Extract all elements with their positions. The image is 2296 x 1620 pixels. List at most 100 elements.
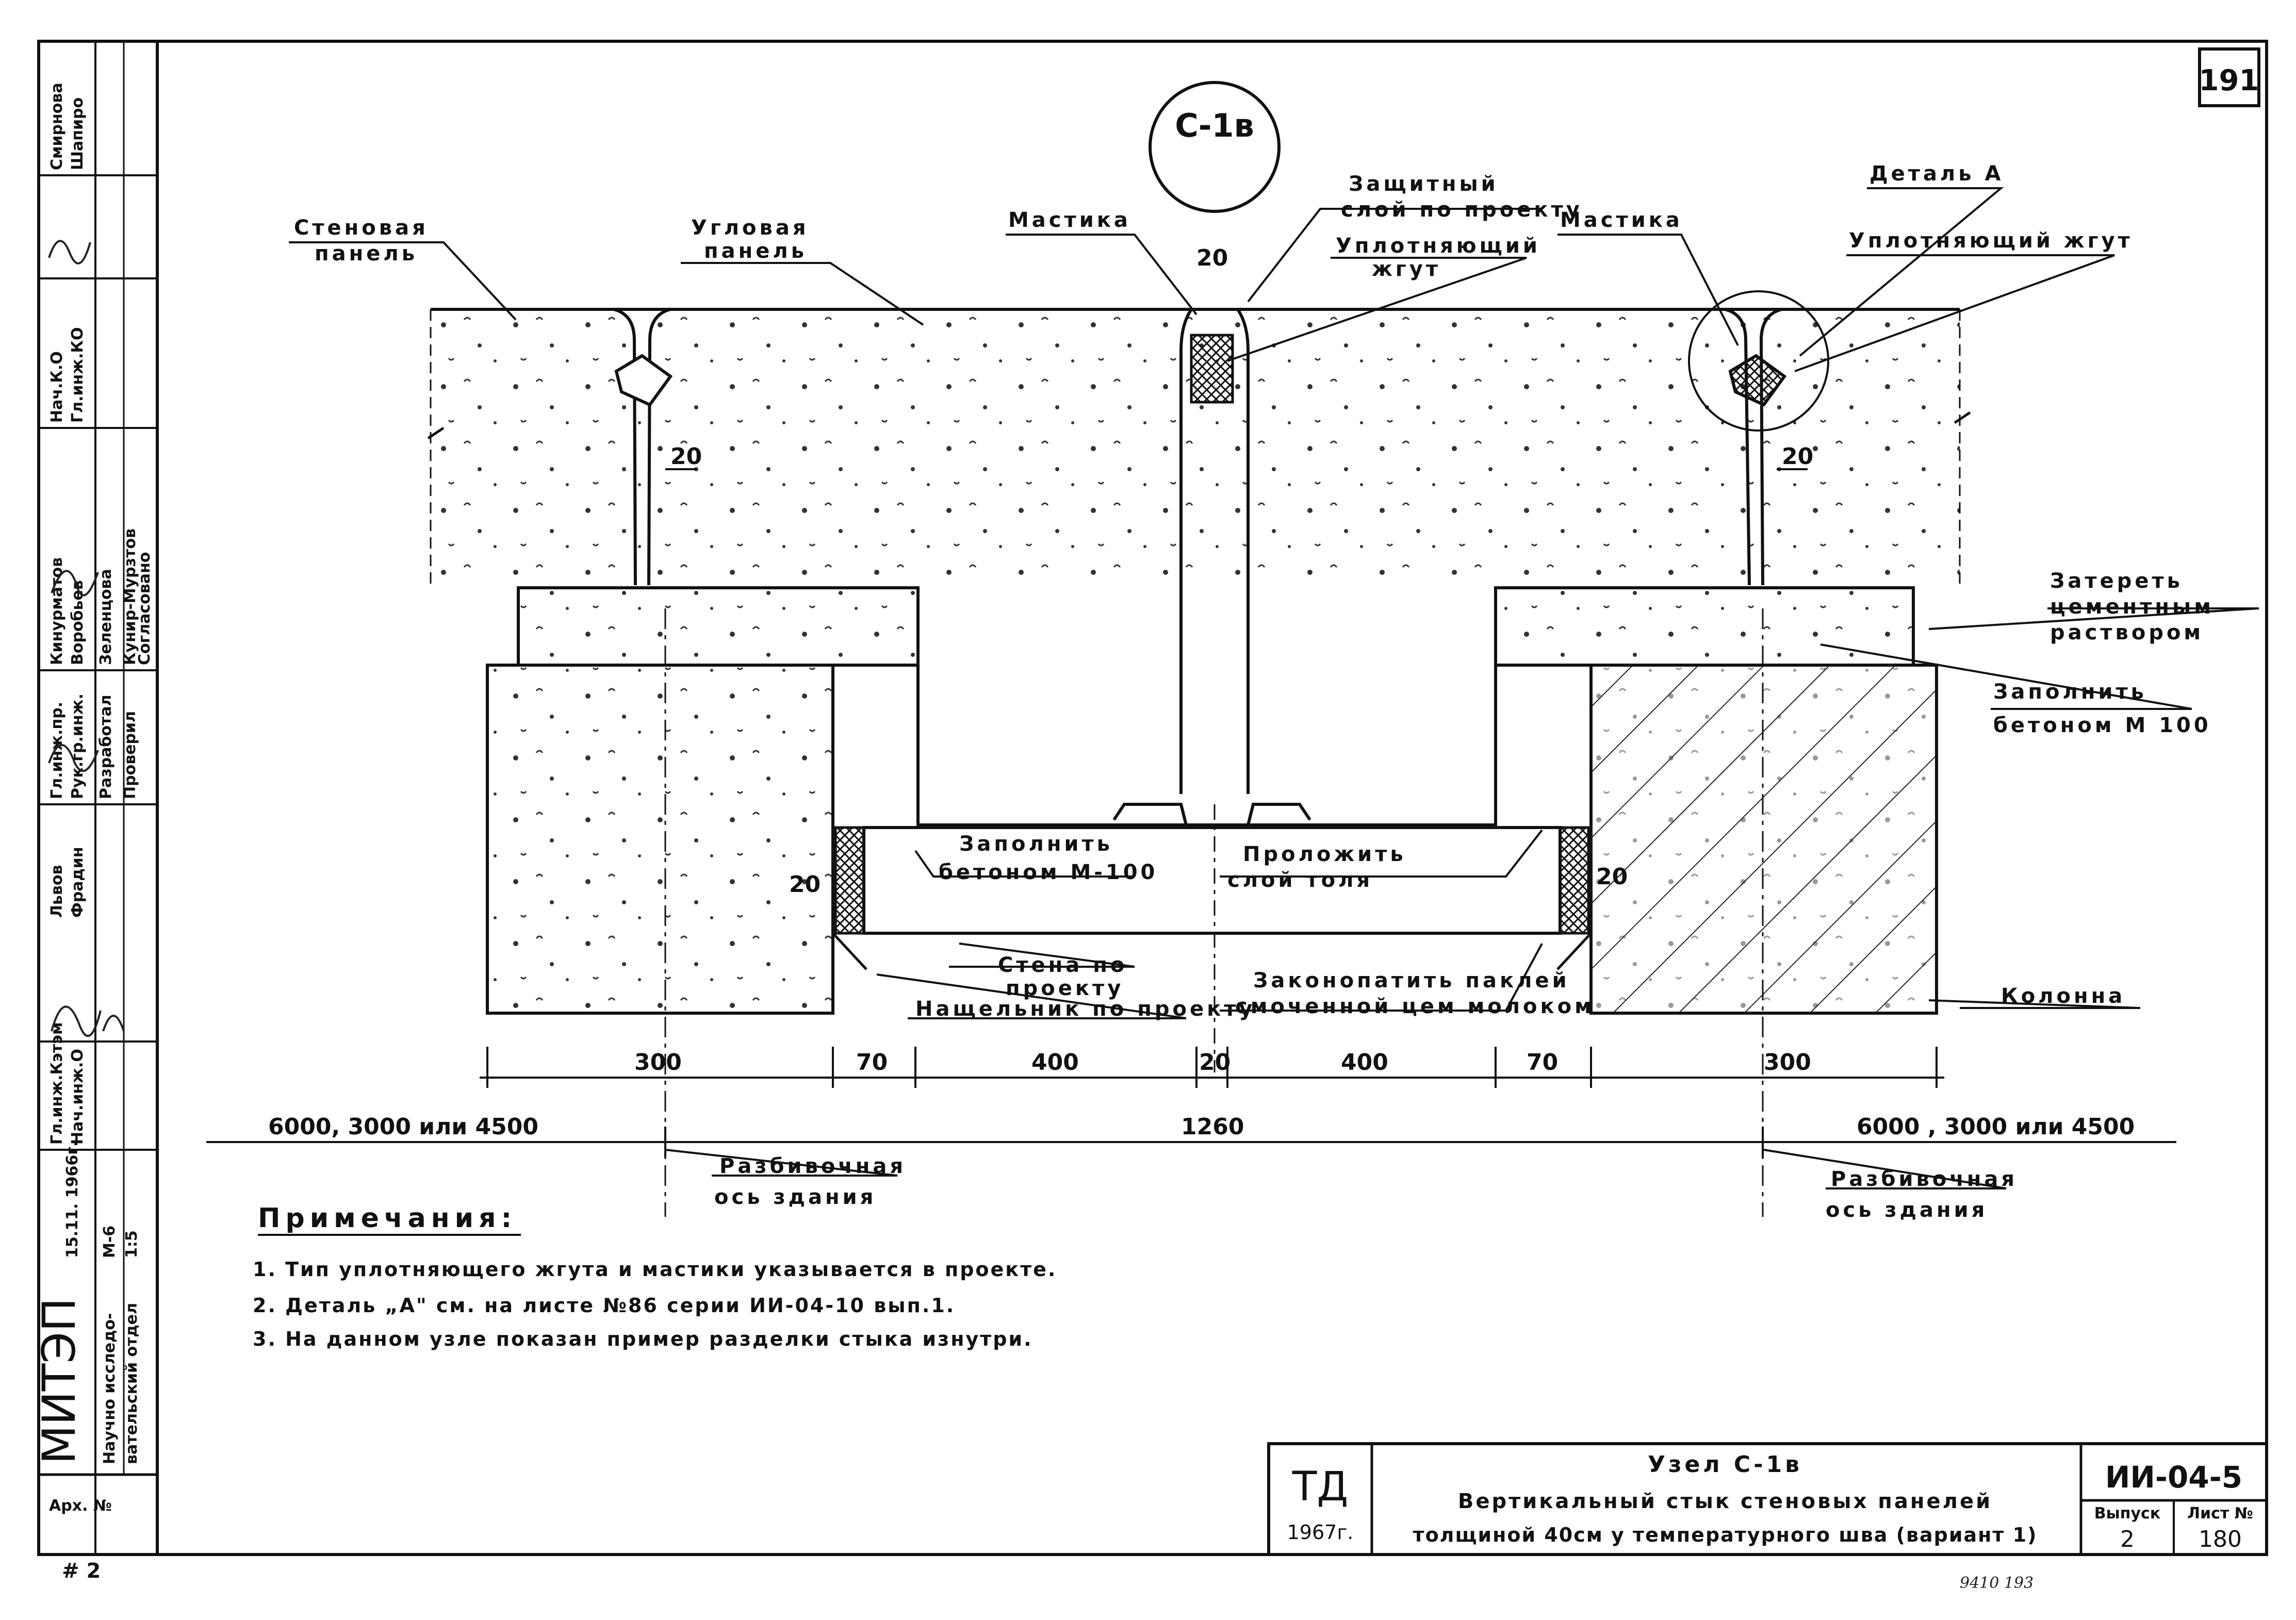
role-2: Гл.инж.КО <box>69 327 87 423</box>
dim-span-right: 6000 , 3000 или 4500 <box>1857 1114 2135 1140</box>
svg-text:слой по проекту: слой по проекту <box>1341 198 1583 222</box>
name-1: Смирнова <box>48 82 66 170</box>
notes-section: Примечания: 1. Тип уплотняющего жгута и … <box>253 1203 1057 1350</box>
caulk-right <box>1559 826 1590 935</box>
sheet-label: Лист № <box>2187 1505 2253 1523</box>
dim-gap-right: 20 <box>1596 864 1628 890</box>
node-badge-label: С-1в <box>1175 107 1254 144</box>
svg-text:слой толя: слой толя <box>1227 868 1373 892</box>
joint-center: 20 <box>1112 245 1311 825</box>
dim-400-left: 400 <box>1031 1049 1079 1076</box>
role-6: Зеленцова <box>97 569 115 665</box>
svg-text:Заполнить: Заполнить <box>959 832 1113 856</box>
org-line-3: вательский отдел <box>123 1303 141 1464</box>
page-number-box: 191 <box>2198 47 2260 107</box>
leader-lines <box>289 187 2259 1189</box>
role-12: Львов <box>48 865 66 918</box>
archive-handwritten: 9410 193 <box>1960 1574 2033 1592</box>
dim-300-right: 300 <box>1764 1049 1811 1076</box>
org-name: МИТЭП <box>32 1298 86 1464</box>
stamp-scale: 1:5 <box>123 1230 141 1258</box>
series-code: ИИ-04-5 <box>2105 1460 2242 1495</box>
sealing-cord-right <box>1728 354 1787 407</box>
role-11: Проверил <box>121 711 139 799</box>
svg-text:ось здания: ось здания <box>714 1185 876 1209</box>
svg-text:ось здания: ось здания <box>1826 1198 1988 1222</box>
label-fill-concrete-right: Заполнить бетоном М 100 <box>1993 680 2211 737</box>
dim-400-right: 400 <box>1341 1049 1388 1076</box>
label-wall-panel: Стеновая панель <box>294 216 429 266</box>
label-sealing-cord: Уплотняющий жгут <box>1336 234 1537 281</box>
note-3: 3. На данном узле показан пример разделк… <box>253 1328 1033 1350</box>
title-description-2: толщиной 40см у температурного шва (вари… <box>1413 1524 2038 1546</box>
svg-text:Стена по: Стена по <box>998 953 1127 977</box>
role-9: Рук.гр.инж. <box>69 693 87 799</box>
dim-70-left: 70 <box>856 1049 888 1076</box>
role-4: Кинурматов <box>48 557 66 665</box>
svg-text:Проложить: Проложить <box>1243 842 1406 866</box>
svg-text:проекту: проекту <box>1006 977 1124 1000</box>
td-mark: ТД <box>1292 1464 1349 1510</box>
svg-text:бетоном М 100: бетоном М 100 <box>1993 714 2211 737</box>
svg-text:Заполнить: Заполнить <box>1993 680 2147 704</box>
role-5: Воробьев <box>69 580 87 665</box>
note-1: 1. Тип уплотняющего жгута и мастики указ… <box>253 1258 1057 1281</box>
svg-text:Угловая: Угловая <box>691 216 809 240</box>
sheet-value: 180 <box>2199 1526 2242 1552</box>
role-8: Гл.инж.пр. <box>48 702 66 799</box>
label-sealing-cord-right: Уплотняющий жгут <box>1849 229 2133 253</box>
svg-text:Законопатить паклей: Законопатить паклей <box>1253 969 1570 993</box>
label-axis-right: Разбивочная ось здания <box>1826 1167 2014 1222</box>
role-3: Согласовано <box>136 552 154 665</box>
role-7: Кунир-Мурзтов <box>121 528 139 665</box>
svg-text:цементным: цементным <box>2050 595 2214 619</box>
left-stamp-border <box>37 40 159 1556</box>
stamp-date: 15.11. 1966г. <box>63 1141 81 1258</box>
svg-text:панель: панель <box>315 242 418 266</box>
svg-text:Разбивочная: Разбивочная <box>719 1154 906 1178</box>
label-caulk: Законопатить паклей смоченной цем молоко… <box>1235 969 1595 1018</box>
title-year: 1967г. <box>1287 1521 1354 1544</box>
label-protective-layer: Защитный слой по проекту <box>1341 172 1583 222</box>
label-axis-left: Разбивочная ось здания <box>714 1154 906 1209</box>
joint-left: 20 <box>613 308 702 586</box>
svg-text:бетоном М-100: бетоном М-100 <box>939 861 1158 884</box>
role-13: Фрадин <box>69 847 87 918</box>
signature-scribble <box>48 240 125 1037</box>
label-corner-panel: Угловая панель <box>691 216 809 263</box>
role-15: Нач.инж.О <box>69 1049 87 1145</box>
name-2: Шапиро <box>69 97 87 170</box>
role-10: Разработал <box>97 695 115 799</box>
detail-a-marker <box>1688 290 1829 432</box>
role-14: Гл.инж.Кэтэм <box>48 1022 66 1145</box>
svg-text:Защитный: Защитный <box>1349 172 1499 196</box>
joint-gap-right: 20 <box>1782 443 1813 470</box>
dimension-row-1: 300 70 400 20 400 70 300 <box>480 1047 1944 1088</box>
svg-text:жгут: жгут <box>1372 257 1441 281</box>
note-2: 2. Деталь „А" см. на листе №86 серии ИИ-… <box>253 1294 955 1317</box>
node-badge: С-1в <box>1149 81 1281 213</box>
joint-gap-left: 20 <box>670 443 702 470</box>
arch-label: Арх. № <box>49 1497 112 1515</box>
joint-gap-center: 20 <box>1196 245 1228 271</box>
label-wall-by-project: Стена по проекту <box>998 953 1127 1000</box>
interior-wall <box>862 826 1562 935</box>
org-line-2: Научно исследо- <box>101 1313 119 1464</box>
label-lay-roofing: Проложить слой толя <box>1227 842 1406 892</box>
dim-300-left: 300 <box>634 1049 682 1076</box>
node-title: Узел С-1в <box>1648 1451 1802 1478</box>
label-platband: Нащельник по проекту <box>915 997 1255 1021</box>
label-column: Колонна <box>2001 984 2125 1008</box>
svg-text:Затереть: Затереть <box>2050 569 2183 593</box>
svg-text:Стеновая: Стеновая <box>294 216 429 240</box>
title-description-1: Вертикальный стык стеновых панелей <box>1458 1490 1992 1513</box>
issue-label: Выпуск <box>2094 1505 2160 1523</box>
svg-text:смоченной цем молоком: смоченной цем молоком <box>1235 995 1595 1018</box>
svg-text:раствором: раствором <box>2050 621 2204 644</box>
label-mastic-right: Мастика <box>1560 208 1683 232</box>
title-block: ТД 1967г. Узел С-1в Вертикальный стык ст… <box>1267 1442 2268 1556</box>
role-1: Нач.К.О <box>48 351 66 423</box>
svg-text:панель: панель <box>704 239 807 263</box>
label-detail-a: Деталь А <box>1869 162 2004 186</box>
